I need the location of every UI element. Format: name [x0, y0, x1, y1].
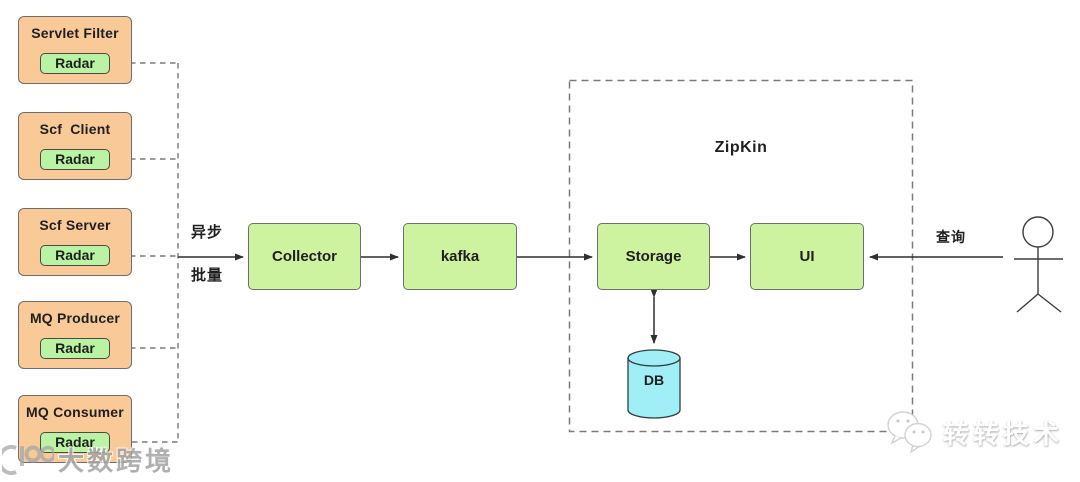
node-collector: Collector — [248, 223, 361, 290]
stick-figure-person-icon — [1014, 216, 1063, 313]
source-label: MQ Producer — [29, 310, 121, 326]
radar-badge: Radar — [40, 338, 110, 359]
edge-label-query: 查询 — [936, 229, 966, 245]
watermark-left: 大数跨境 — [2, 440, 174, 478]
node-kafka: kafka — [403, 223, 517, 290]
source-box-scf-server: Scf Server Radar — [18, 208, 132, 276]
source-box-servlet-filter: Servlet Filter Radar — [18, 16, 132, 84]
edge-label-batch: 批量 — [191, 267, 224, 284]
watermark-left-text: 大数跨境 — [58, 445, 175, 476]
source-label: Scf Client — [39, 121, 111, 137]
wechat-bubbles-icon — [887, 411, 932, 454]
zipkin-group-border — [568, 79, 914, 433]
node-storage: Storage — [597, 223, 710, 290]
hundred-badge-icon — [2, 445, 54, 475]
radar-badge: Radar — [40, 53, 110, 74]
db-cylinder — [627, 349, 681, 419]
zipkin-group-label: ZipKin — [714, 139, 768, 156]
source-box-mq-producer: MQ Producer Radar — [18, 301, 132, 369]
db-label: DB — [643, 372, 665, 388]
source-label: MQ Consumer — [26, 404, 124, 420]
radar-badge: Radar — [40, 245, 110, 266]
watermark-right-text: 转转技术 — [943, 418, 1064, 449]
source-box-scf-client: Scf Client Radar — [18, 112, 132, 180]
source-label: Servlet Filter — [31, 25, 119, 41]
radar-badge: Radar — [40, 432, 110, 453]
edge-label-async: 异步 — [191, 224, 224, 241]
source-label: Scf Server — [39, 217, 111, 233]
radar-badge: Radar — [40, 149, 110, 170]
watermark-right: 转转技术 — [885, 408, 1063, 456]
node-ui: UI — [750, 223, 864, 290]
